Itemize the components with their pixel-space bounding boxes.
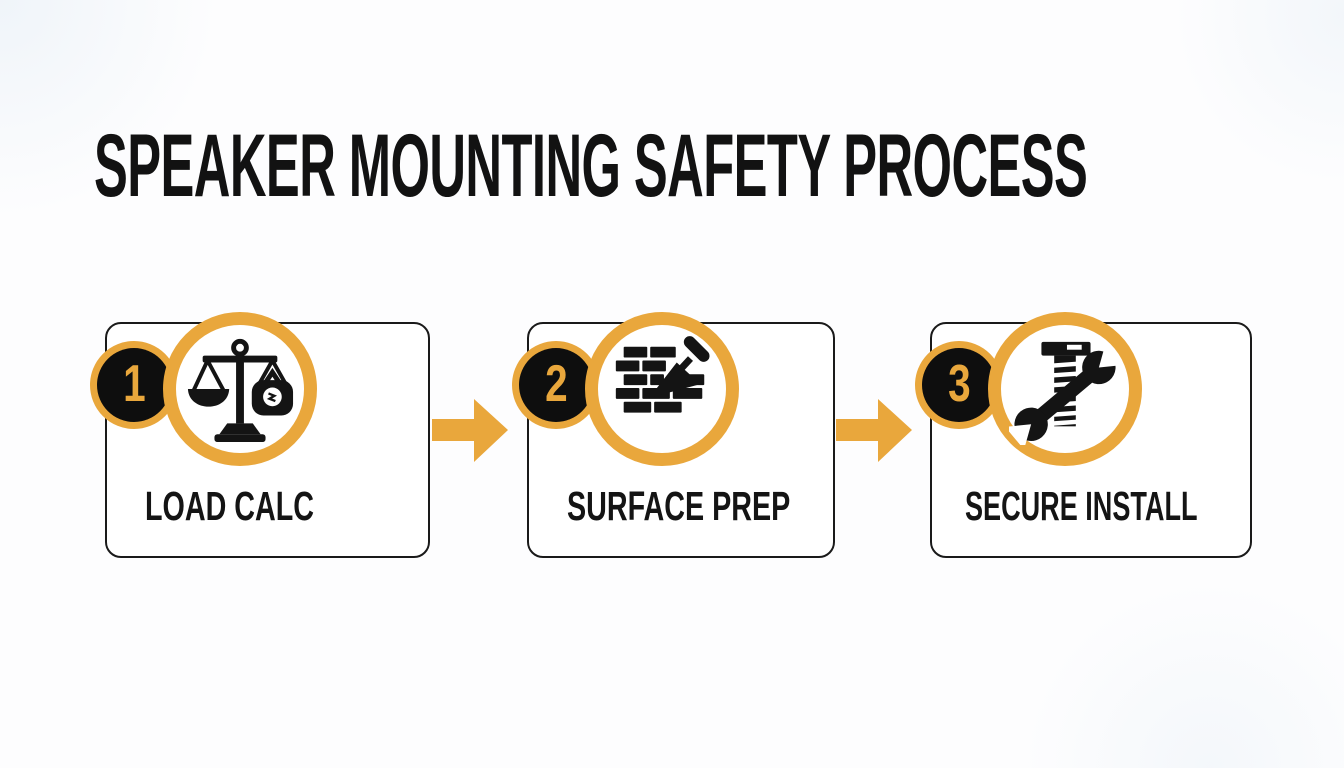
step-card-secure-install: 3 SE — [915, 312, 1252, 558]
step-icon-circle — [988, 312, 1142, 466]
step-number: 1 — [122, 354, 146, 413]
step-number: 3 — [947, 354, 971, 413]
step-label: SURFACE PREP — [567, 483, 791, 529]
balance-scale-icon — [187, 338, 294, 443]
step-icon-circle — [163, 312, 317, 466]
step-label: LOAD CALC — [145, 483, 314, 529]
arrow-right-icon — [836, 399, 912, 462]
step-card-surface-prep: 2 SURFACE PR — [512, 312, 835, 558]
brick-trowel-icon — [615, 336, 710, 413]
step-card-load-calc: 1 LOAD CALC — [90, 312, 430, 558]
step-number-badge: 2 — [519, 348, 593, 422]
step-icon-circle — [585, 312, 739, 466]
page-title: SPEAKER MOUNTING SAFETY PROCESS — [94, 115, 1088, 215]
bolt-wrench-icon — [1009, 341, 1121, 445]
step-label: SECURE INSTALL — [965, 483, 1198, 529]
step-number: 2 — [544, 354, 568, 413]
arrow-right-icon — [432, 399, 508, 462]
step-number-badge: 3 — [922, 348, 996, 422]
step-number-badge: 1 — [97, 348, 171, 422]
